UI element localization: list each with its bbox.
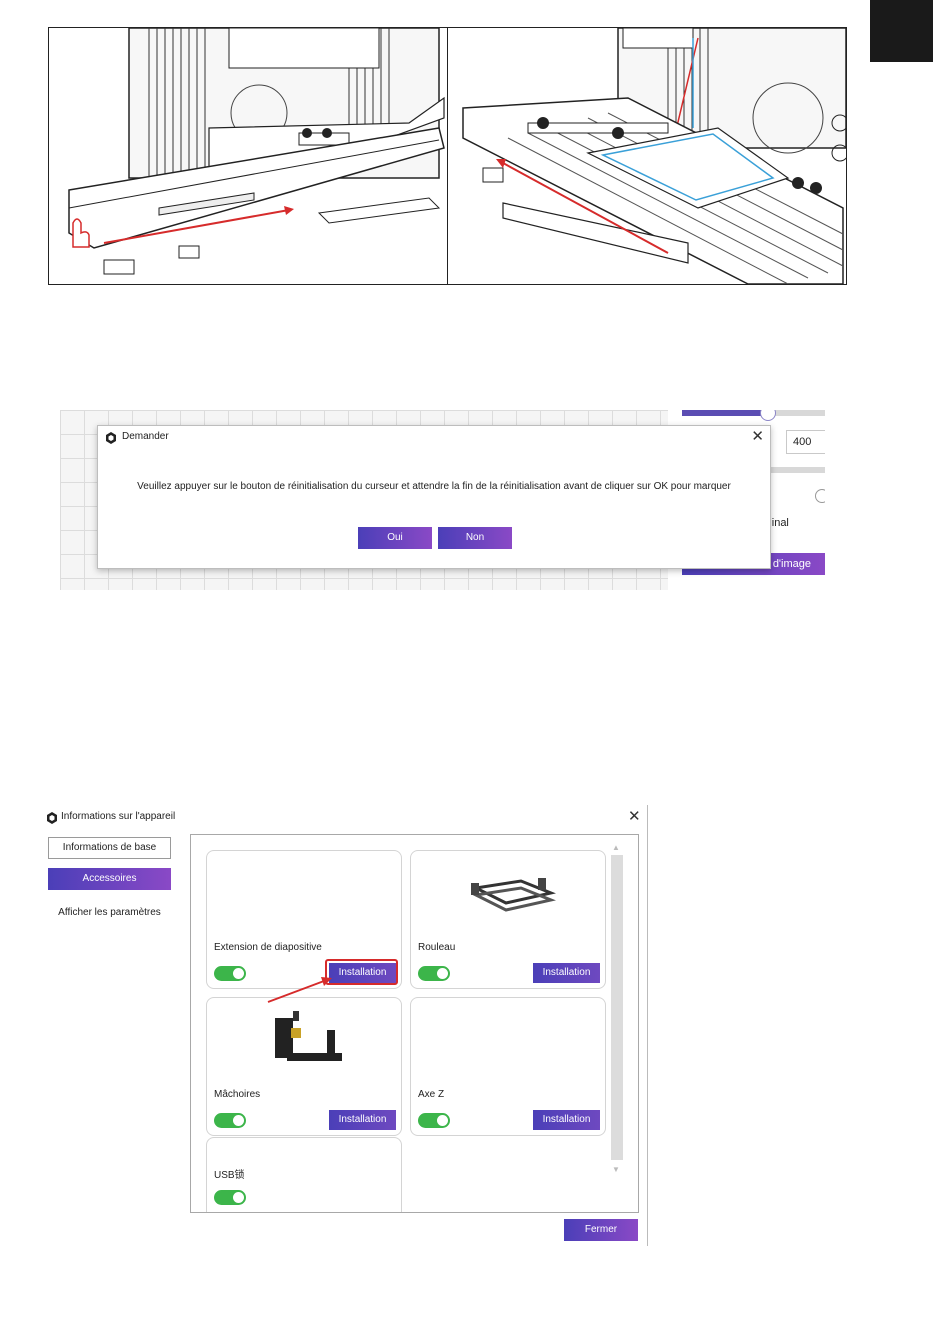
app-logo-icon: [47, 812, 57, 824]
accessory-label: USB锁: [214, 1170, 245, 1181]
accessory-card-roller: Rouleau Installation: [410, 850, 606, 989]
scroll-track[interactable]: [611, 855, 623, 1160]
scroll-up-icon[interactable]: ▲: [612, 843, 620, 852]
section-tab-marker: [870, 0, 933, 62]
scrollbar[interactable]: ▲ ▼: [609, 843, 624, 1198]
illustration-slide-extension-insert: [48, 27, 448, 285]
accessory-card-jaws: Mâchoires Installation: [206, 997, 402, 1136]
slider-handle[interactable]: [760, 410, 776, 421]
close-button[interactable]: Fermer: [564, 1219, 638, 1241]
accessory-card-slide-extension: Extension de diapositive Installation: [206, 850, 402, 989]
accessories-list[interactable]: Extension de diapositive Installation Ro…: [190, 834, 639, 1213]
tab-show-params[interactable]: Afficher les paramètres: [58, 907, 161, 918]
enable-toggle[interactable]: [214, 966, 246, 981]
accessory-label: Axe Z: [418, 1089, 445, 1100]
close-icon[interactable]: ✕: [751, 428, 764, 445]
accessory-card-z-axis: Axe Z Installation: [410, 997, 606, 1136]
software-screenshot-reset-dialog: 400 age original d'image Demander ✕ Veui…: [60, 410, 825, 590]
slider-fill: [682, 410, 768, 416]
dialog-message: Veuillez appuyer sur le bouton de réinit…: [137, 481, 731, 492]
pointer-arrow: [267, 977, 332, 1003]
install-button[interactable]: Installation: [533, 1110, 600, 1130]
install-button[interactable]: Installation: [533, 963, 600, 983]
enable-toggle[interactable]: [418, 966, 450, 981]
accessory-label: Extension de diapositive: [214, 942, 322, 953]
window-title: Informations sur l'appareil: [61, 811, 176, 822]
close-icon[interactable]: ✕: [628, 808, 641, 825]
confirm-dialog: Demander ✕ Veuillez appuyer sur le bouto…: [97, 425, 771, 569]
radio-button[interactable]: [815, 489, 825, 503]
accessory-label: Rouleau: [418, 942, 456, 953]
no-button[interactable]: Non: [438, 527, 512, 549]
enable-toggle[interactable]: [214, 1113, 246, 1128]
accessory-card-usb-lock: USB锁: [206, 1137, 402, 1212]
jaws-image: [275, 1011, 342, 1061]
value-input[interactable]: 400: [786, 430, 825, 454]
app-logo-icon: [106, 432, 116, 444]
device-info-window: Informations sur l'appareil ✕ Informatio…: [40, 805, 648, 1246]
enable-toggle[interactable]: [214, 1190, 246, 1205]
dialog-title: Demander: [122, 431, 169, 442]
accessory-label: Mâchoires: [214, 1089, 261, 1100]
yes-button[interactable]: Oui: [358, 527, 432, 549]
install-button[interactable]: Installation: [329, 1110, 396, 1130]
install-button[interactable]: Installation: [329, 963, 396, 983]
illustration-slide-extension-pull: [447, 27, 847, 285]
highlight-box: [325, 959, 398, 985]
enable-toggle[interactable]: [418, 1113, 450, 1128]
tab-basic-info[interactable]: Informations de base: [48, 837, 171, 859]
scroll-down-icon[interactable]: ▼: [612, 1165, 620, 1174]
roller-image: [471, 878, 556, 912]
tab-accessories[interactable]: Accessoires: [48, 868, 171, 890]
